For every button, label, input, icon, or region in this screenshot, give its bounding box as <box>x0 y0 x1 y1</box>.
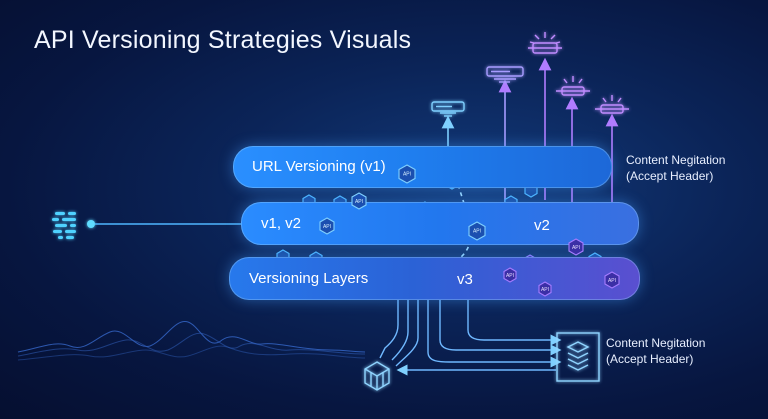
endpoint-broadcast-icon <box>595 95 629 114</box>
data-feed-icon <box>52 212 95 239</box>
layer-tag-v3: v3 <box>457 271 473 288</box>
endpoint-server-icon <box>431 101 465 117</box>
label-line: Content Negitation <box>626 153 726 167</box>
url-versioning-layer <box>233 146 612 188</box>
page-title: API Versioning Strategies Visuals <box>34 26 412 54</box>
layer-label-v1-v2: v1, v2 <box>261 215 302 232</box>
routing-lines <box>379 298 562 376</box>
content-negotiation-label-top: Content Negitation (Accept Header) <box>626 152 725 184</box>
endpoint-server-icon <box>486 66 524 83</box>
content-negotiation-label-bottom: Content Negitation (Accept Header) <box>606 335 705 367</box>
endpoint-broadcast-icon <box>528 32 562 54</box>
v1-v2-layer <box>241 202 639 245</box>
versioning-layers-layer <box>229 257 640 300</box>
waveform-decoration <box>17 321 366 361</box>
layer-label-url-versioning: URL Versioning (v1) <box>252 158 386 175</box>
label-line: (Accept Header) <box>606 352 694 366</box>
label-line: Content Negitation <box>606 336 706 350</box>
endpoint-broadcast-icon <box>556 76 590 96</box>
cube-icon <box>364 361 390 391</box>
layer-tag-v2: v2 <box>534 217 550 234</box>
label-line: (Accept Header) <box>626 169 714 183</box>
layer-label-versioning-layers: Versioning Layers <box>249 270 369 287</box>
content-negotiation-box-icon <box>556 332 600 382</box>
